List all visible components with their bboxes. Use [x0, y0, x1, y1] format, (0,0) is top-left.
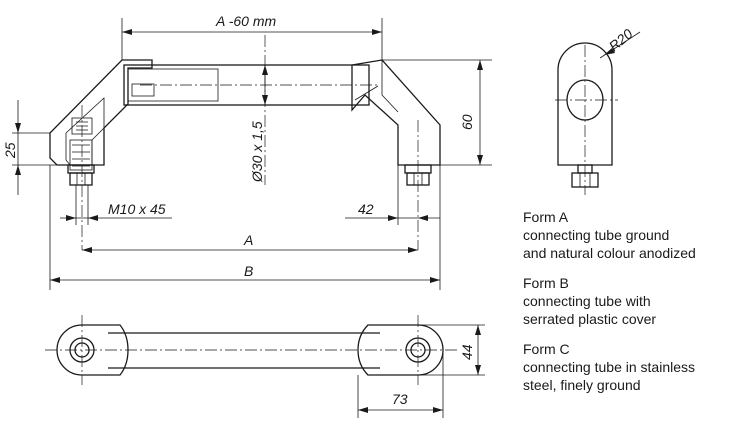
dim-height-right: 60 — [459, 114, 475, 130]
form-b: Form B connecting tube with serrated pla… — [523, 274, 748, 328]
form-a: Form A connecting tube ground and natura… — [523, 208, 748, 262]
dim-length-b: B — [244, 263, 253, 279]
dim-head-length: 73 — [392, 391, 408, 407]
form-desc-line: connecting tube with — [523, 293, 651, 309]
form-title: Form C — [523, 341, 570, 357]
left-leg-section — [49, 59, 153, 166]
form-desc-line: serrated plastic cover — [523, 311, 657, 327]
dimensions-front: A -60 mm 25 60 Ø30 x 1,5 M10 x 45 42 A — [2, 13, 492, 290]
form-desc-line: steel, finely ground — [523, 377, 641, 393]
right-leg — [351, 59, 441, 166]
dim-top-length: A -60 mm — [215, 13, 276, 29]
form-title: Form B — [523, 275, 569, 291]
dim-height-left: 25 — [2, 142, 18, 159]
dim-length-a: A — [243, 232, 253, 248]
left-nut — [67, 164, 95, 186]
dim-thread: M10 x 45 — [108, 201, 166, 217]
dim-width: 44 — [459, 344, 475, 360]
side-view: R20 — [555, 25, 641, 195]
top-view: 44 73 — [45, 315, 485, 418]
forms-legend: Form A connecting tube ground and natura… — [523, 208, 748, 406]
form-desc-line: connecting tube in stainless — [523, 359, 695, 375]
form-desc-line: and natural colour anodized — [523, 245, 696, 261]
dim-tube: Ø30 x 1,5 — [249, 121, 265, 183]
form-c: Form C connecting tube in stainless stee… — [523, 340, 748, 394]
form-title: Form A — [523, 209, 569, 225]
dim-offset: 42 — [358, 201, 374, 217]
form-desc-line: connecting tube ground — [523, 227, 670, 243]
